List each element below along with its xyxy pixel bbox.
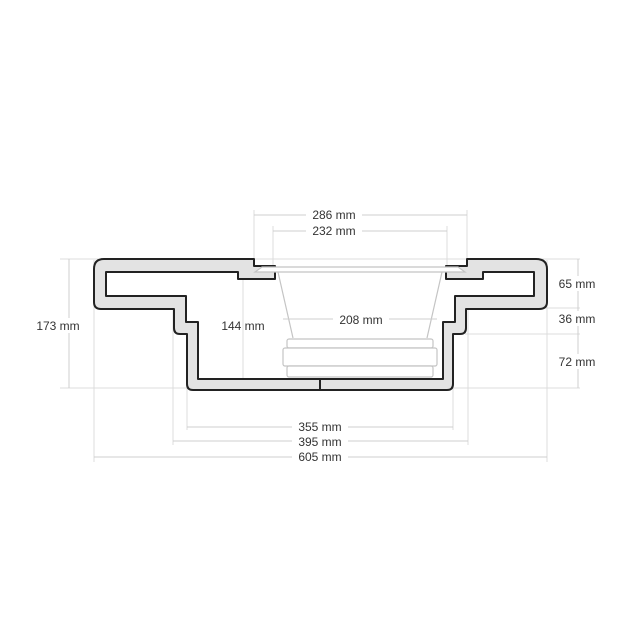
label-232mm: 232 mm <box>312 224 355 238</box>
dimension-labels: 286 mm 232 mm 208 mm 144 mm 173 mm 65 mm… <box>32 207 600 464</box>
label-173mm: 173 mm <box>36 319 79 333</box>
speaker-rim <box>253 266 467 273</box>
frame-right-wall <box>319 258 548 391</box>
label-355mm: 355 mm <box>298 420 341 434</box>
frame-profile <box>93 258 548 391</box>
label-144mm: 144 mm <box>221 319 264 333</box>
speaker-magnet-bottom <box>286 365 434 378</box>
label-72mm: 72 mm <box>559 355 596 369</box>
label-65mm: 65 mm <box>559 277 596 291</box>
label-605mm: 605 mm <box>298 450 341 464</box>
speaker-cone <box>277 271 443 339</box>
speaker-magnet-top <box>286 338 434 349</box>
speaker-magnet-body <box>282 347 438 367</box>
speaker-outline <box>253 266 467 378</box>
label-36mm: 36 mm <box>559 312 596 326</box>
frame-left-wall <box>93 258 321 391</box>
label-395mm: 395 mm <box>298 435 341 449</box>
label-208mm: 208 mm <box>339 313 382 327</box>
label-286mm: 286 mm <box>312 208 355 222</box>
